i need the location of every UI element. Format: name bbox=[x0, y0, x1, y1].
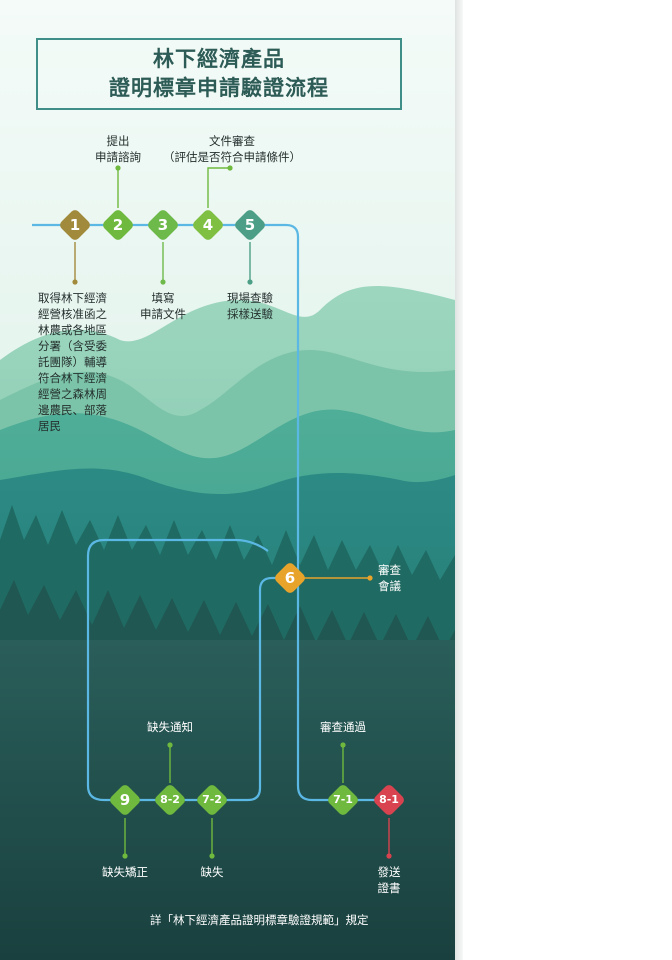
step1-line: 託團隊）輔導 bbox=[38, 355, 107, 369]
footnote: 詳「林下經濟產品證明標章驗證規範」規定 bbox=[150, 913, 369, 927]
step4-label-line1: 文件審查 bbox=[209, 134, 255, 148]
step2-label-line2: 申請諮詢 bbox=[95, 150, 141, 164]
flow-lines bbox=[32, 223, 392, 802]
step5-label-line1: 現場查驗 bbox=[227, 291, 273, 305]
step1-line: 居民 bbox=[38, 419, 61, 433]
panel-edge-shadow bbox=[455, 0, 463, 960]
node-9-number: 9 bbox=[119, 791, 131, 809]
node-8-1-number: 8-1 bbox=[379, 793, 399, 806]
step3-label-line2: 申請文件 bbox=[140, 307, 186, 321]
step1-line: 經營核准函之 bbox=[38, 307, 107, 321]
step1-description: 取得林下經濟 經營核准函之 林農或各地區 分署（含受委 託團隊）輔導 符合林下經… bbox=[38, 290, 107, 434]
step3-label-line1: 填寫 bbox=[151, 291, 175, 305]
step6-label: 審查 會議 bbox=[378, 562, 401, 594]
step4-label: 文件審查 （評估是否符合申請條件） bbox=[163, 133, 301, 165]
step6-label-line2: 會議 bbox=[378, 579, 401, 593]
review-passed-label: 審查通過 bbox=[320, 720, 366, 734]
step2-label: 提出 申請諮詢 bbox=[95, 133, 141, 165]
brochure-panel: 林下經濟產品 證明標章申請驗證流程 提出 申請諮詢 文件審查 （評估是否符合申請… bbox=[0, 0, 455, 960]
step6-label-line1: 審查 bbox=[378, 563, 401, 577]
issue-label-line1: 發送 bbox=[377, 865, 401, 879]
step5-label-line2: 採樣送驗 bbox=[227, 307, 273, 321]
node-6-number: 6 bbox=[284, 569, 296, 587]
node-2-number: 2 bbox=[112, 216, 124, 234]
step1-line: 邊農民、部落 bbox=[38, 403, 107, 417]
issue-label-line2: 證書 bbox=[377, 881, 401, 895]
title-box: 林下經濟產品 證明標章申請驗證流程 bbox=[36, 38, 402, 110]
step2-label-line1: 提出 bbox=[106, 134, 130, 148]
step1-line: 分署（含受委 bbox=[38, 339, 107, 353]
step1-line: 符合林下經濟 bbox=[38, 371, 107, 385]
deficiency-fix-label: 缺失矯正 bbox=[102, 865, 148, 879]
node-3-number: 3 bbox=[157, 216, 169, 234]
node-5-number: 5 bbox=[244, 216, 256, 234]
deficiency-label: 缺失 bbox=[200, 865, 224, 879]
deficiency-notice-label: 缺失通知 bbox=[147, 720, 193, 734]
title-line-1: 林下經濟產品 bbox=[153, 47, 285, 71]
step1-line: 經營之森林周 bbox=[38, 387, 107, 401]
node-8-2-number: 8-2 bbox=[160, 793, 180, 806]
issue-certificate-label: 發送 證書 bbox=[378, 864, 401, 896]
step1-line: 林農或各地區 bbox=[38, 323, 107, 337]
step5-label: 現場查驗 採樣送驗 bbox=[227, 290, 273, 322]
step4-label-line2: （評估是否符合申請條件） bbox=[163, 150, 301, 164]
step1-line: 取得林下經濟 bbox=[38, 291, 107, 305]
title-line-2: 證明標章申請驗證流程 bbox=[109, 76, 329, 100]
node-7-1-number: 7-1 bbox=[333, 793, 353, 806]
node-4-number: 4 bbox=[202, 216, 214, 234]
leader-lines bbox=[72, 165, 392, 859]
step3-label: 填寫 申請文件 bbox=[140, 290, 186, 322]
node-1-number: 1 bbox=[69, 216, 81, 234]
node-7-2-number: 7-2 bbox=[202, 793, 222, 806]
